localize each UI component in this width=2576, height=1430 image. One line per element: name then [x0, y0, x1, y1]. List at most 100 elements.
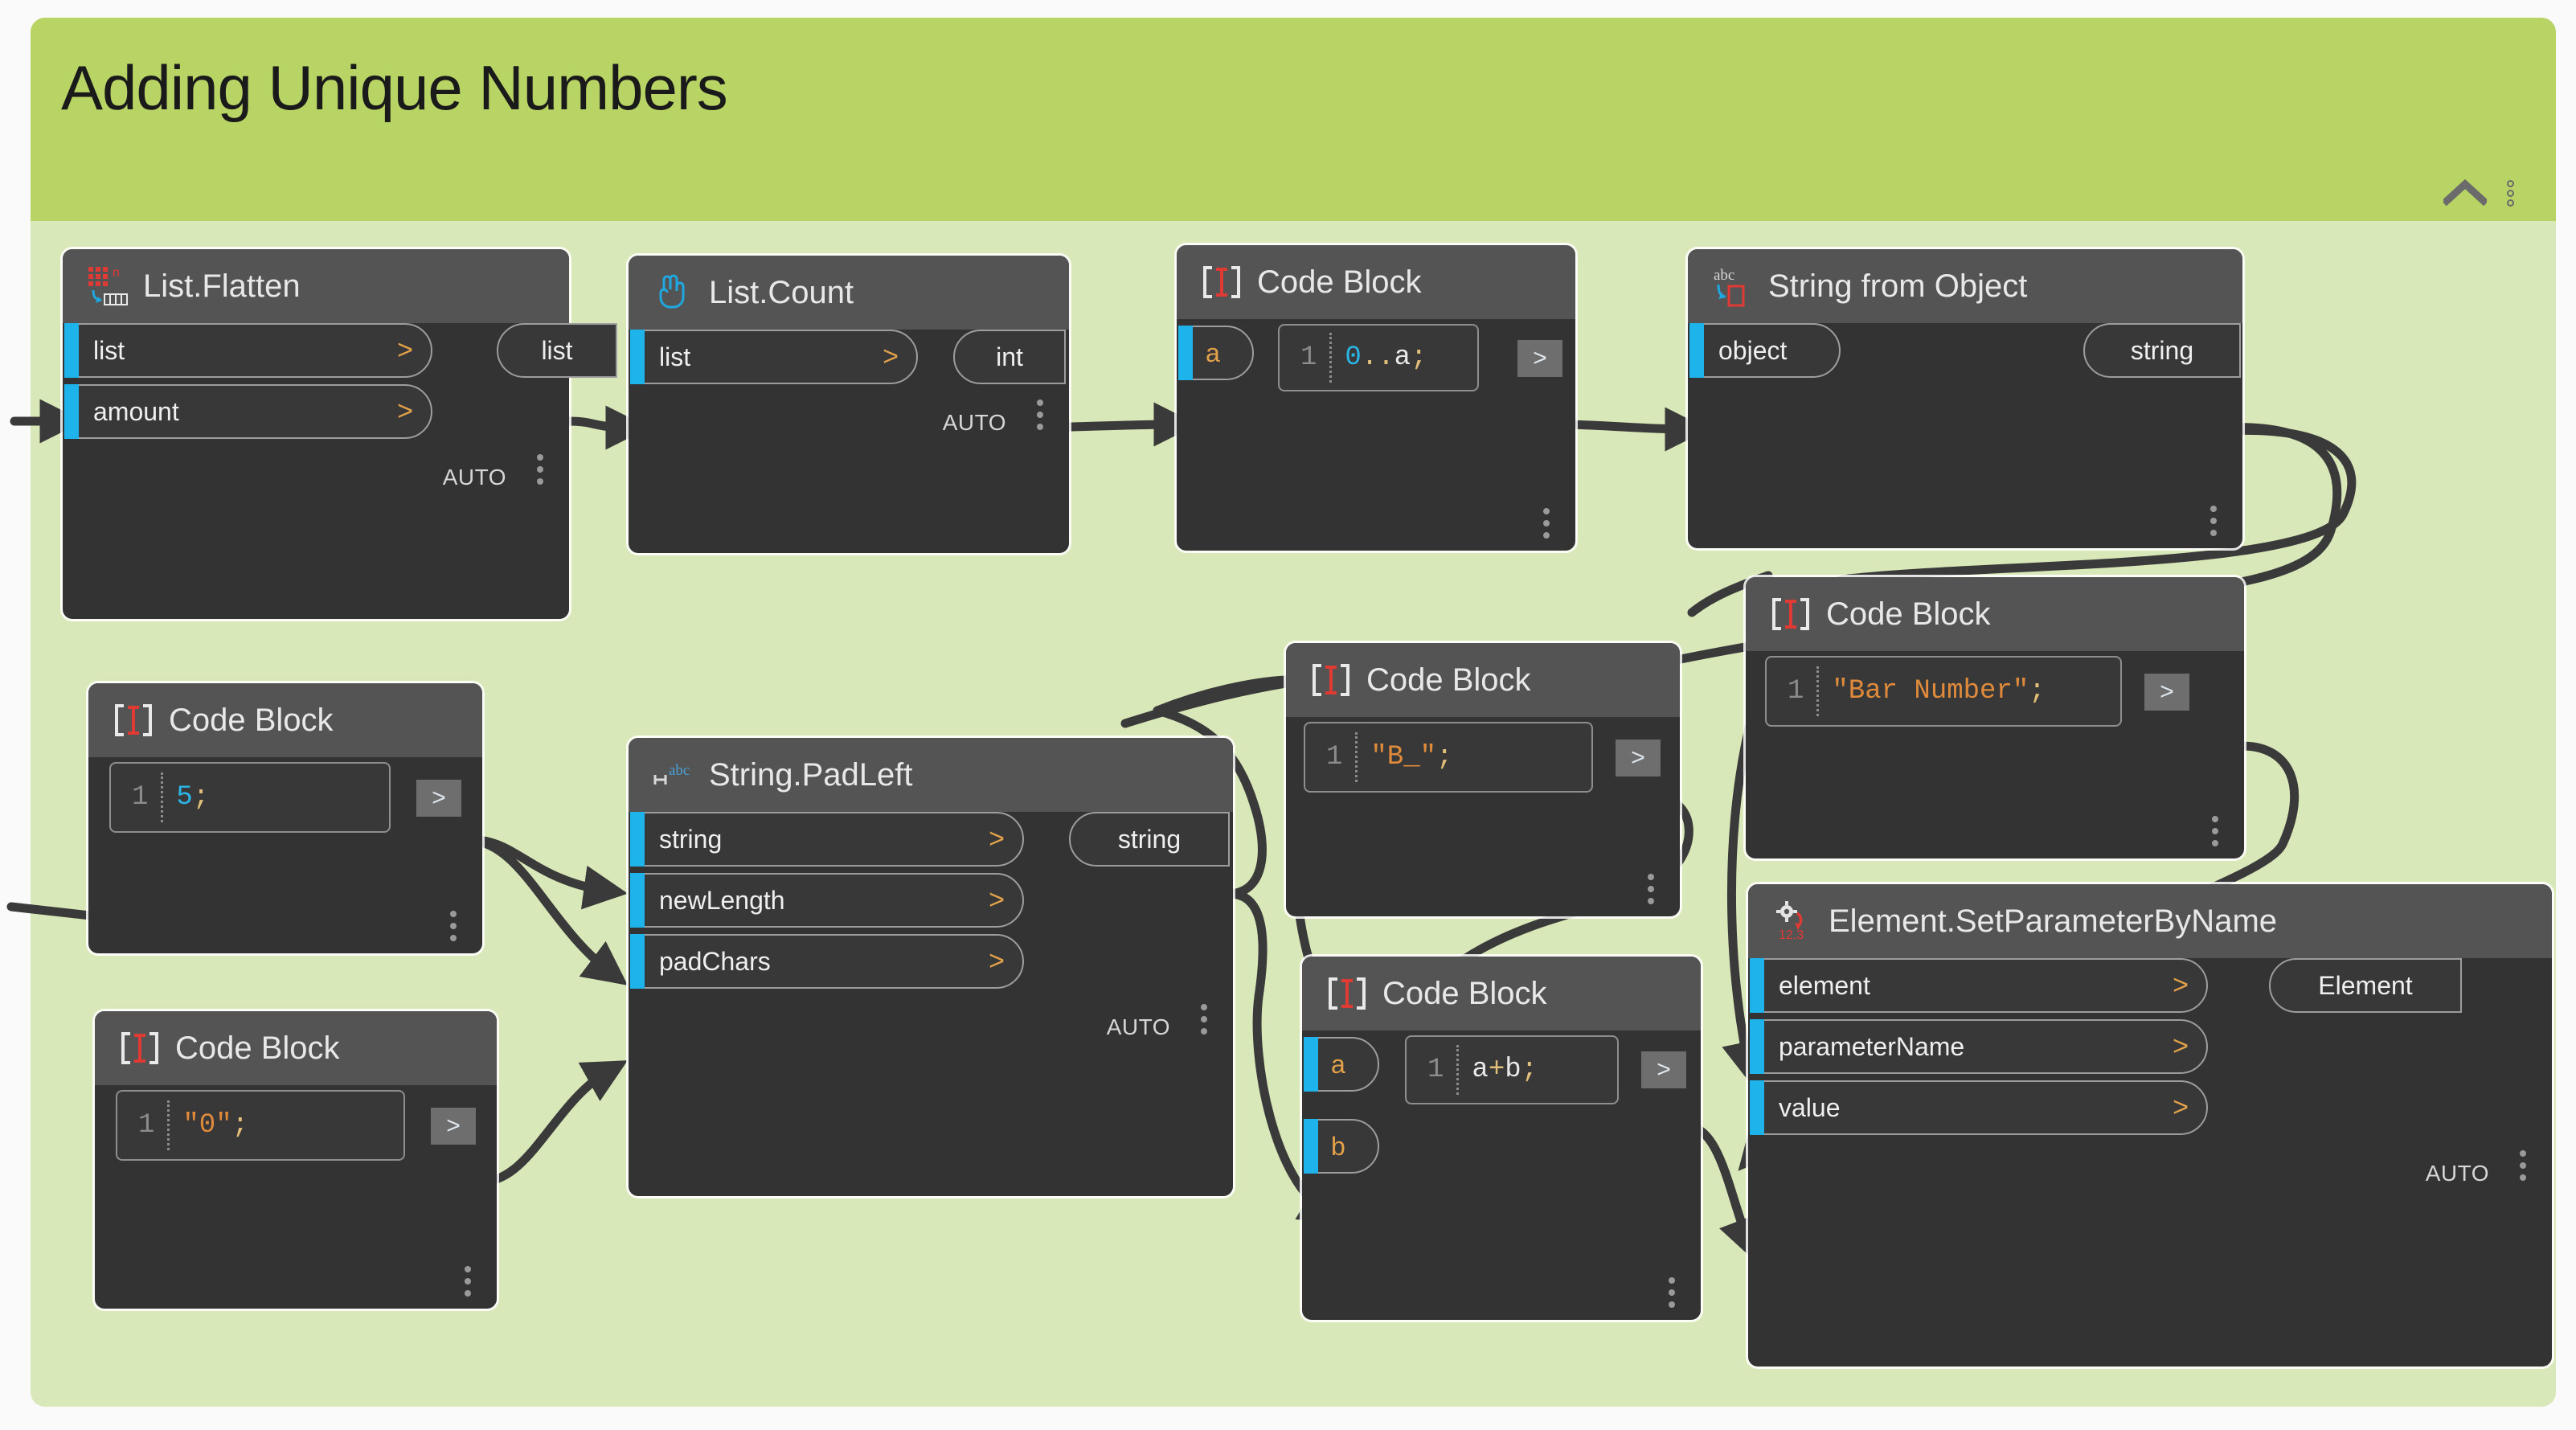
code-editor[interactable]: 1 0..a; — [1278, 324, 1479, 391]
output-port-result[interactable]: > — [1641, 1051, 1686, 1088]
code-editor[interactable]: 1 "Bar Number"; — [1765, 656, 2122, 727]
node-code-block-bprefix[interactable]: Code Block 1 "B_"; > — [1286, 643, 1680, 916]
input-port-list[interactable]: list > — [630, 330, 918, 384]
node-code-block-zero[interactable]: Code Block 1 "0"; > — [95, 1011, 497, 1309]
output-port-list[interactable]: list — [497, 323, 617, 378]
code-text[interactable]: a+b; — [1472, 1055, 1538, 1085]
input-port-a[interactable]: a — [1304, 1037, 1379, 1092]
input-port-element[interactable]: element > — [1750, 958, 2208, 1013]
code-text[interactable]: "0"; — [182, 1110, 249, 1141]
port-label: Element — [2318, 970, 2413, 1000]
node-list-count[interactable]: List.Count list > int AUTO — [629, 256, 1069, 553]
code-editor[interactable]: 1 "B_"; — [1304, 722, 1593, 793]
chevron-right-icon[interactable]: > — [883, 341, 899, 372]
node-header[interactable]: Code Block — [1177, 245, 1575, 319]
chevron-right-icon[interactable]: > — [2173, 1031, 2189, 1062]
port-connector[interactable] — [1750, 958, 1764, 1013]
port-connector[interactable] — [64, 384, 79, 439]
lacing-label[interactable]: AUTO — [442, 465, 506, 490]
output-port-result[interactable]: > — [1616, 740, 1661, 776]
three-dots-icon[interactable] — [1037, 399, 1045, 436]
output-port-result[interactable]: > — [2144, 674, 2189, 711]
three-dots-icon[interactable] — [537, 454, 545, 490]
three-dots-icon[interactable] — [1543, 508, 1551, 544]
port-connector[interactable] — [1304, 1119, 1318, 1174]
output-port-string[interactable]: string — [1069, 812, 1230, 867]
input-port-string[interactable]: string > — [630, 812, 1024, 867]
code-editor[interactable]: 1 a+b; — [1405, 1035, 1619, 1104]
node-header[interactable]: n List.Flatten — [63, 249, 569, 323]
chevron-right-icon[interactable]: > — [2173, 969, 2189, 1001]
three-dots-icon[interactable] — [450, 911, 458, 947]
three-dots-icon[interactable] — [1648, 874, 1656, 910]
port-connector[interactable] — [1750, 1019, 1764, 1074]
output-port-result[interactable]: > — [431, 1108, 476, 1145]
code-editor[interactable]: 1 "0"; — [116, 1090, 405, 1161]
three-dots-icon[interactable] — [1669, 1277, 1677, 1313]
code-editor[interactable]: 1 5; — [109, 762, 391, 833]
three-dots-icon[interactable] — [2520, 1150, 2528, 1186]
three-dots-icon[interactable] — [2210, 506, 2218, 542]
node-header[interactable]: abc String from Object — [1688, 249, 2242, 323]
node-code-block-barnumber[interactable]: Code Block 1 "Bar Number"; > — [1746, 577, 2244, 858]
output-port-result[interactable]: > — [1517, 340, 1562, 377]
node-header[interactable]: Code Block — [1302, 957, 1701, 1031]
chevron-right-icon: > — [1631, 744, 1645, 771]
chevron-right-icon[interactable]: > — [989, 884, 1005, 916]
port-connector[interactable] — [1178, 326, 1193, 380]
port-connector[interactable] — [64, 323, 79, 378]
chevron-right-icon[interactable]: > — [397, 395, 413, 427]
code-text[interactable]: 5; — [176, 782, 210, 813]
port-label: string — [1117, 824, 1182, 854]
input-port-padchars[interactable]: padChars > — [630, 934, 1024, 989]
port-connector[interactable] — [1304, 1037, 1318, 1092]
node-header[interactable]: Code Block — [95, 1011, 497, 1085]
input-port-b[interactable]: b — [1304, 1119, 1379, 1174]
input-port-amount[interactable]: amount > — [64, 384, 432, 439]
chevron-right-icon[interactable]: > — [989, 823, 1005, 854]
chevron-right-icon[interactable]: > — [397, 334, 413, 366]
input-port-object[interactable]: object — [1689, 323, 1841, 378]
input-port-list[interactable]: list > — [64, 323, 432, 378]
node-string-padleft[interactable]: abc String.PadLeft string > string newLe… — [629, 738, 1233, 1196]
chevron-right-icon[interactable]: > — [989, 945, 1005, 977]
chevron-up-icon[interactable] — [2441, 178, 2489, 207]
port-connector[interactable] — [630, 812, 645, 867]
node-list-flatten[interactable]: n List.Flatten list > list — [63, 249, 617, 619]
node-code-block-range[interactable]: Code Block a 1 0..a; > — [1177, 245, 1575, 551]
code-text[interactable]: "B_"; — [1370, 742, 1453, 772]
three-dots-icon[interactable] — [2212, 816, 2220, 852]
port-connector[interactable] — [1689, 323, 1704, 378]
input-port-a[interactable]: a — [1178, 326, 1254, 380]
output-port-string[interactable]: string — [2083, 323, 2241, 378]
code-text[interactable]: "Bar Number"; — [1832, 676, 2046, 707]
node-code-block-concat[interactable]: Code Block a b 1 a+b; > — [1302, 957, 1701, 1320]
three-dots-icon[interactable] — [2503, 180, 2517, 209]
port-connector[interactable] — [630, 934, 645, 989]
three-dots-icon[interactable] — [465, 1266, 473, 1302]
node-string-from-object[interactable]: abc String from Object object string — [1688, 249, 2242, 548]
output-port-element[interactable]: Element — [2269, 958, 2462, 1013]
node-header[interactable]: Code Block — [1746, 577, 2244, 651]
code-text[interactable]: 0..a; — [1345, 342, 1427, 373]
node-header[interactable]: List.Count — [629, 256, 1069, 330]
output-port-result[interactable]: > — [416, 780, 461, 817]
port-connector[interactable] — [630, 330, 645, 384]
input-port-value[interactable]: value > — [1750, 1080, 2208, 1135]
lacing-label[interactable]: AUTO — [1106, 1014, 1170, 1039]
input-port-newlength[interactable]: newLength > — [630, 873, 1024, 928]
node-code-block-five[interactable]: Code Block 1 5; > — [88, 683, 482, 953]
node-header[interactable]: abc String.PadLeft — [629, 738, 1233, 812]
three-dots-icon[interactable] — [1201, 1004, 1209, 1040]
port-connector[interactable] — [1750, 1080, 1764, 1135]
port-connector[interactable] — [630, 873, 645, 928]
lacing-label[interactable]: AUTO — [2425, 1161, 2489, 1186]
node-element-setparameterbyname[interactable]: 12.3 Element.SetParameterByName element … — [1748, 884, 2552, 1366]
node-header[interactable]: Code Block — [88, 683, 482, 757]
output-port-int[interactable]: int — [953, 330, 1066, 384]
lacing-label[interactable]: AUTO — [942, 410, 1006, 435]
input-port-parametername[interactable]: parameterName > — [1750, 1019, 2208, 1074]
chevron-right-icon[interactable]: > — [2173, 1092, 2189, 1123]
node-header[interactable]: 12.3 Element.SetParameterByName — [1748, 884, 2552, 958]
node-header[interactable]: Code Block — [1286, 643, 1680, 717]
